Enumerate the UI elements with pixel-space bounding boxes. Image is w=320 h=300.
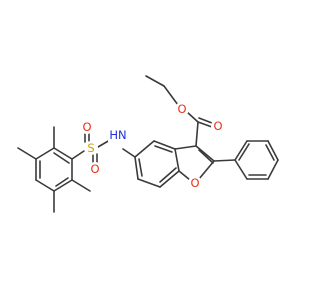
bond xyxy=(198,149,214,164)
bond xyxy=(195,121,199,147)
atom-label: S xyxy=(87,141,94,155)
bond xyxy=(159,167,177,183)
atom-label: O xyxy=(82,120,91,134)
bond xyxy=(137,178,161,188)
atom-label: HN xyxy=(109,128,126,142)
bond xyxy=(198,117,213,124)
bond xyxy=(53,152,70,164)
bond xyxy=(122,148,136,158)
sulfonyl-oxygen-left: O xyxy=(80,120,94,134)
amine-nh: HN xyxy=(108,128,130,142)
bond xyxy=(234,159,248,180)
bond xyxy=(134,156,139,180)
bond xyxy=(71,150,85,160)
atom-label: O xyxy=(190,176,199,190)
bond xyxy=(197,121,213,128)
bond xyxy=(163,85,179,106)
bond xyxy=(174,145,197,150)
bond xyxy=(186,111,199,123)
atom-labels: O O O HN S O O xyxy=(80,102,225,190)
bond xyxy=(213,159,236,162)
sulfonyl-sulfur: S xyxy=(84,141,98,155)
bond xyxy=(265,144,275,161)
bond xyxy=(153,140,176,150)
bond xyxy=(238,143,250,161)
bonds xyxy=(17,75,279,213)
bond xyxy=(71,179,91,192)
bond xyxy=(267,159,279,180)
bond xyxy=(159,170,180,188)
ester-ether-oxygen: O xyxy=(175,102,189,116)
bond xyxy=(267,140,279,161)
bond xyxy=(138,158,143,177)
sulfonyl-oxygen-right: O xyxy=(88,162,102,176)
bond xyxy=(198,160,215,180)
atom-label: O xyxy=(213,119,222,133)
bond xyxy=(234,140,248,161)
atom-label: O xyxy=(90,162,99,176)
bond xyxy=(35,147,55,160)
bond xyxy=(145,75,165,87)
bond xyxy=(53,147,73,160)
atom-label: O xyxy=(177,102,186,116)
bond xyxy=(53,179,73,192)
bond xyxy=(134,140,155,158)
bond xyxy=(174,148,180,172)
bond xyxy=(35,179,55,192)
bond xyxy=(178,170,191,181)
structure-diagram: O O O HN S O O xyxy=(17,75,279,213)
ester-carbonyl-oxygen: O xyxy=(211,119,225,133)
bond xyxy=(55,177,69,187)
bond xyxy=(195,145,215,162)
bond xyxy=(17,147,37,160)
furan-oxygen: O xyxy=(188,176,202,190)
bond xyxy=(154,145,173,153)
